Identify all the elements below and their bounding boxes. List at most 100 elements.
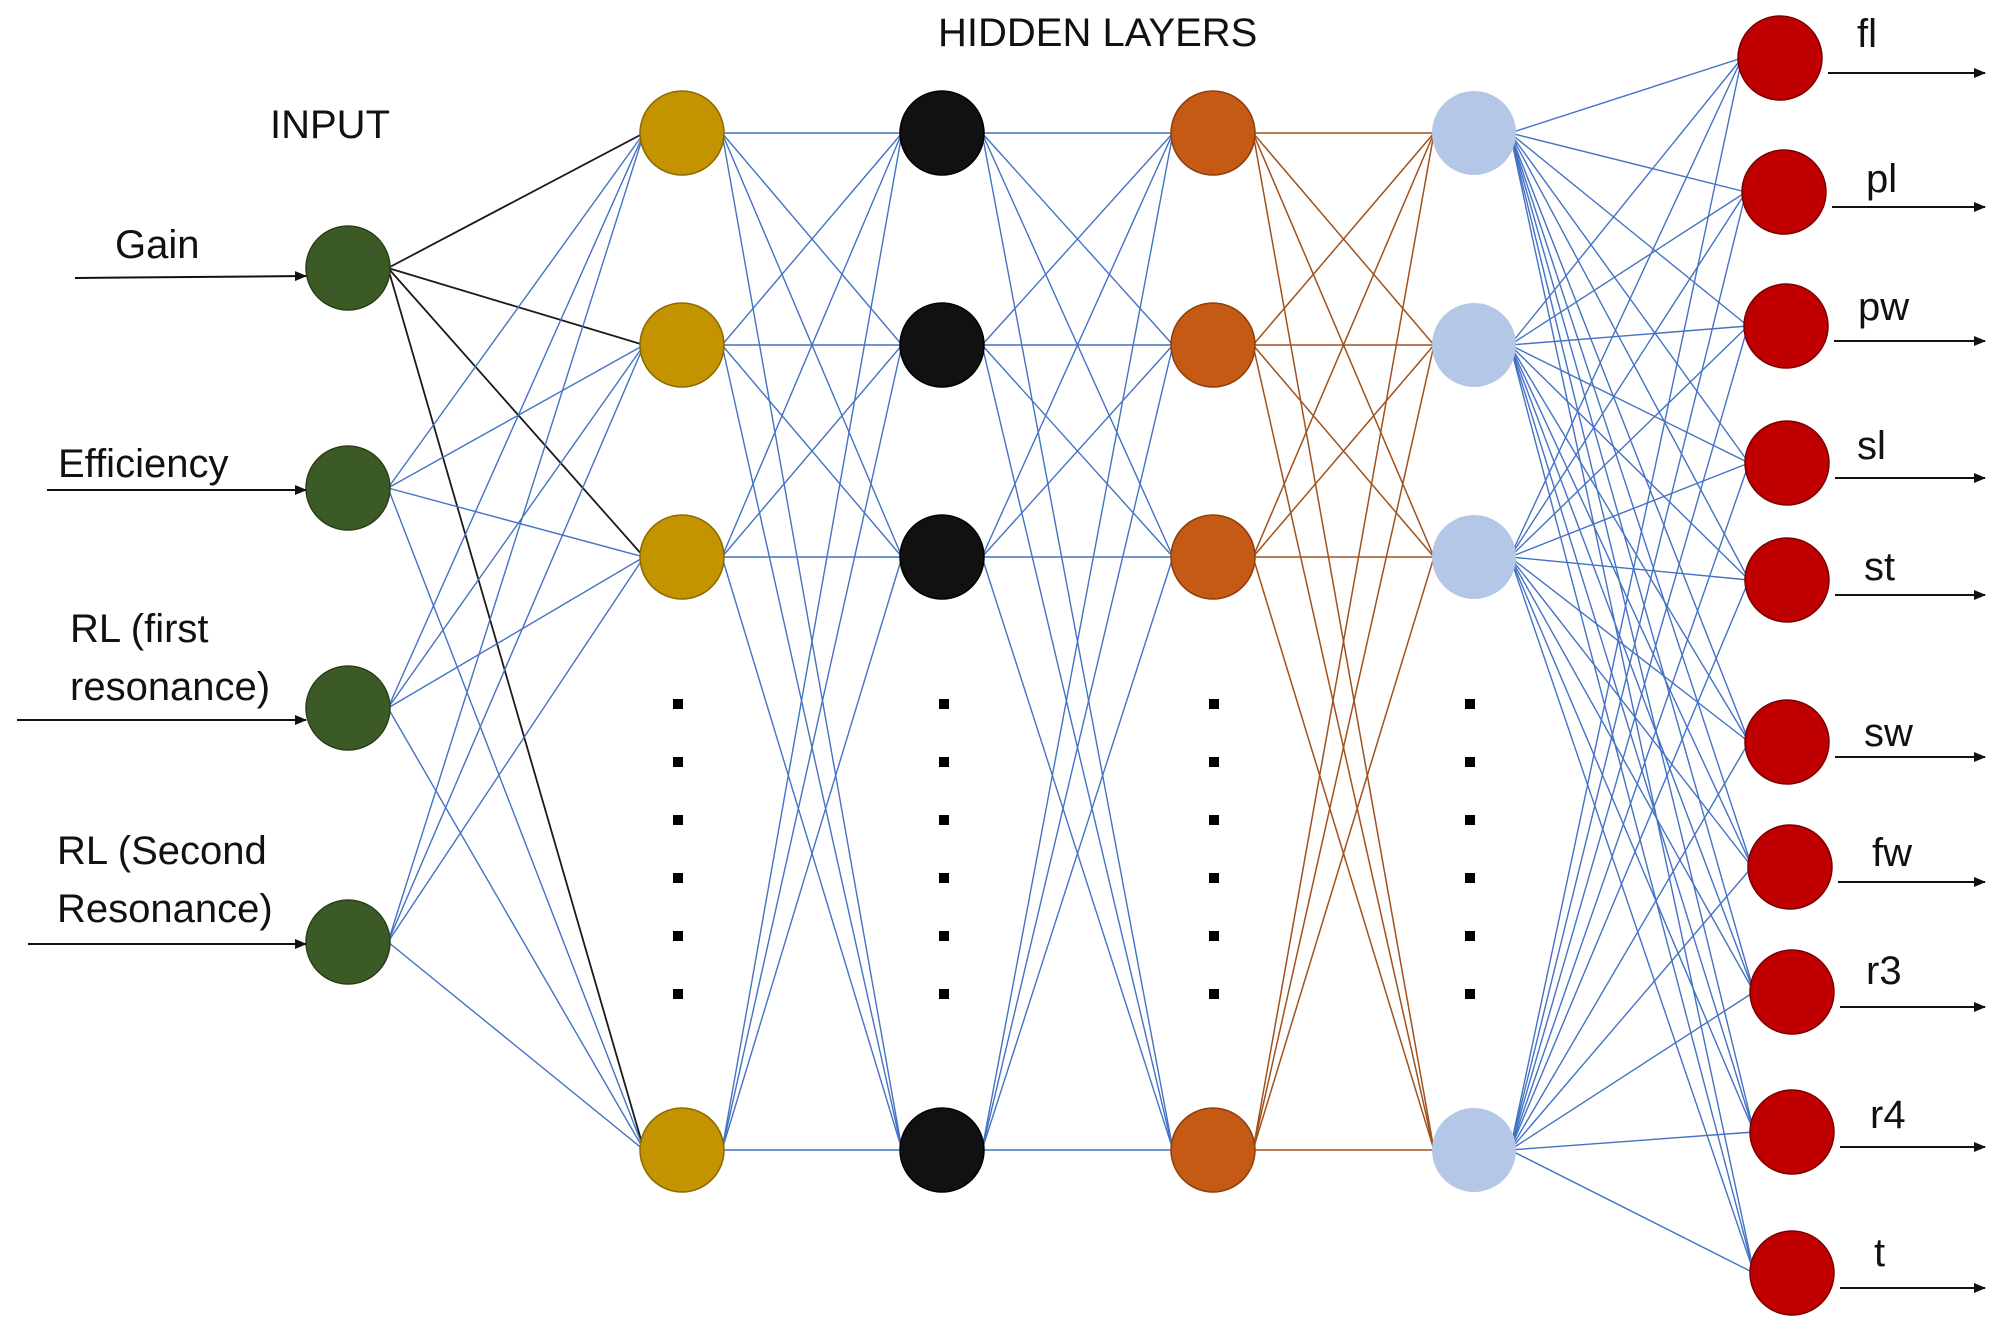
edge-l2-2-l3-1 <box>981 344 1174 558</box>
input-arrow-1 <box>74 271 307 282</box>
edge-input-2-l1-0 <box>387 132 645 709</box>
output-node-10 <box>1749 1230 1835 1316</box>
input-node-3 <box>305 665 391 751</box>
ellipsis-dot-layer1-4 <box>673 931 683 941</box>
ellipsis-dot-layer4-0 <box>1465 699 1475 709</box>
input-node-2 <box>305 445 391 531</box>
output-label-sl: sl <box>1857 424 1886 468</box>
edge-l4-0-out-8 <box>1509 132 1755 1133</box>
ellipsis-dot-layer4-5 <box>1465 989 1475 999</box>
edge-input-3-l1-0 <box>387 132 645 943</box>
edge-l4-3-out-2 <box>1509 325 1749 1151</box>
edge-input-3-l1-3 <box>387 941 645 1151</box>
ellipsis-dot-layer3-0 <box>1209 699 1219 709</box>
edge-l4-1-out-1 <box>1509 191 1747 346</box>
ellipsis-dot-layer2-4 <box>939 931 949 941</box>
edge-l4-0-out-2 <box>1509 132 1749 327</box>
edge-l4-2-out-2 <box>1509 325 1749 558</box>
edge-l3-3-l4-0 <box>1252 132 1435 1151</box>
ellipsis-dot-layer4-2 <box>1465 815 1475 825</box>
ellipsis-dot-layer4-3 <box>1465 873 1475 883</box>
edge-l4-1-out-8 <box>1509 344 1755 1133</box>
hidden1-node-1 <box>639 90 725 176</box>
edge-input-1-l1-3 <box>387 487 645 1151</box>
edge-l3-1-l4-0 <box>1252 132 1435 346</box>
output-node-3 <box>1743 283 1829 369</box>
input-label-3-line-1: RL (first <box>70 607 209 651</box>
ellipsis-dot-layer4-4 <box>1465 931 1475 941</box>
output-label-fw: fw <box>1872 831 1912 875</box>
hidden3-node-1 <box>1170 90 1256 176</box>
edge-l4-1-out-9 <box>1509 344 1755 1274</box>
edge-l4-1-out-6 <box>1509 344 1753 868</box>
output-label-r4: r4 <box>1870 1093 1906 1137</box>
ellipsis-dot-layer3-3 <box>1209 873 1219 883</box>
output-node-1 <box>1737 15 1823 101</box>
input-header: INPUT <box>270 103 390 147</box>
input-label-1-line-1: Gain <box>115 223 200 267</box>
edge-l3-3-l4-1 <box>1252 344 1435 1151</box>
edge-l4-0-out-5 <box>1509 132 1750 743</box>
edge-l4-2-out-7 <box>1509 556 1755 993</box>
output-node-8 <box>1749 949 1835 1035</box>
edge-l2-3-l3-2 <box>981 556 1174 1151</box>
edge-l4-2-out-8 <box>1509 556 1755 1133</box>
ellipsis-dot-layer2-0 <box>939 699 949 709</box>
hidden-layers-header: HIDDEN LAYERS <box>938 11 1257 55</box>
edge-l4-2-out-3 <box>1509 462 1750 558</box>
edge-l4-3-out-9 <box>1509 1149 1755 1274</box>
hidden1-node-2 <box>639 302 725 388</box>
hidden3-node-3 <box>1170 514 1256 600</box>
ellipsis-dot-layer1-3 <box>673 873 683 883</box>
edge-input-3-l1-2 <box>387 556 645 943</box>
edge-l4-0-out-4 <box>1509 132 1750 581</box>
hidden1-node-3 <box>639 514 725 600</box>
edge-l4-0-out-1 <box>1509 132 1747 193</box>
output-label-pl: pl <box>1866 157 1897 201</box>
hidden3-node-2 <box>1170 302 1256 388</box>
edge-input-2-l1-2 <box>387 556 645 709</box>
output-label-sw: sw <box>1864 711 1913 755</box>
edge-l4-2-out-9 <box>1509 556 1755 1274</box>
hidden4-node-4 <box>1432 1108 1516 1192</box>
edge-l1-2-l2-1 <box>721 344 903 558</box>
ellipsis-dot-layer1-2 <box>673 815 683 825</box>
edge-input-0-l1-1 <box>387 267 645 346</box>
input-node-4 <box>305 899 391 985</box>
edge-input-2-l1-1 <box>387 344 645 709</box>
edge-input-1-l1-0 <box>387 132 645 489</box>
edge-input-1-l1-1 <box>387 344 645 489</box>
edge-l4-2-out-0 <box>1509 57 1743 558</box>
output-label-pw: pw <box>1858 285 1909 329</box>
edge-l1-3-l2-0 <box>721 132 903 1151</box>
ellipsis-dot-layer3-2 <box>1209 815 1219 825</box>
edge-l1-2-l2-0 <box>721 132 903 558</box>
edge-l4-1-out-3 <box>1509 344 1750 464</box>
output-label-st: st <box>1864 545 1895 589</box>
hidden2-node-4 <box>899 1107 985 1193</box>
edge-l4-1-out-0 <box>1509 57 1743 346</box>
ellipsis-dot-layer3-4 <box>1209 931 1219 941</box>
ellipsis-dot-layer3-1 <box>1209 757 1219 767</box>
edge-l4-3-out-5 <box>1509 741 1750 1151</box>
edge-input-3-l1-1 <box>387 344 645 943</box>
edge-l3-2-l4-1 <box>1252 344 1435 558</box>
input-label-4-line-1: RL (Second <box>57 829 267 873</box>
ellipsis-dot-layer1-0 <box>673 699 683 709</box>
edge-l3-2-l4-0 <box>1252 132 1435 558</box>
edge-l4-3-out-1 <box>1509 191 1747 1151</box>
edge-l4-1-out-4 <box>1509 344 1750 581</box>
ellipsis-dots <box>673 699 1475 999</box>
edge-l4-0-out-7 <box>1509 132 1755 993</box>
output-node-9 <box>1749 1089 1835 1175</box>
ellipsis-dot-layer1-1 <box>673 757 683 767</box>
output-node-4 <box>1744 420 1830 506</box>
edge-l2-1-l3-0 <box>981 132 1174 346</box>
output-label-fl: fl <box>1857 12 1877 56</box>
ellipsis-dot-layer3-5 <box>1209 989 1219 999</box>
edge-l1-1-l2-0 <box>721 132 903 346</box>
edge-input-2-l1-3 <box>387 707 645 1151</box>
edge-l4-2-out-4 <box>1509 556 1750 581</box>
edge-input-1-l1-2 <box>387 487 645 558</box>
